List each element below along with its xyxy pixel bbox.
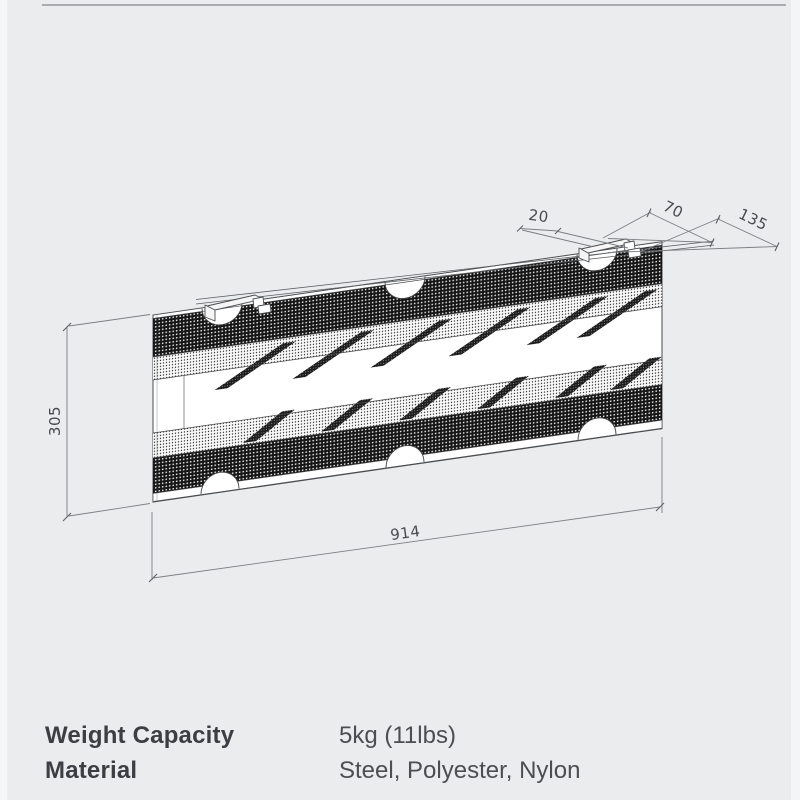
spec-value: Steel, Polyester, Nylon [339,757,581,784]
dim-label-305: 305 [46,406,64,436]
right-edge-strip [791,0,800,800]
spec-label: Weight Capacity [45,722,235,749]
bottom-rail-angled-mesh [153,359,662,458]
dim-label-70: 70 [660,197,686,222]
elastic-straps-lower [243,356,662,444]
left-edge-strip [0,0,7,800]
elastic-straps-upper [214,289,658,391]
dim-label-20: 20 [527,206,549,227]
dim-label-914: 914 [389,522,421,544]
right-mounting-bracket [578,238,642,263]
bottom-edge-cutouts [200,417,617,495]
spec-table: Weight Capacity 5kg (11lbs) Material Ste… [45,722,755,792]
spec-label: Material [45,757,138,784]
spec-row-weight-capacity: Weight Capacity 5kg (11lbs) [45,722,755,750]
top-divider-rule [42,4,786,6]
spec-row-material: Material Steel, Polyester, Nylon [45,757,755,785]
top-rail-angled-mesh [153,283,662,380]
fold-lines [153,244,662,501]
dimension-ticks [62,208,780,583]
spec-value: 5kg (11lbs) [339,722,456,749]
bottom-rail-front-mesh [153,384,662,494]
rack-body [152,241,663,503]
top-rail-front-mesh [153,245,662,357]
left-mounting-bracket [204,294,272,322]
dimension-lines [62,208,780,583]
